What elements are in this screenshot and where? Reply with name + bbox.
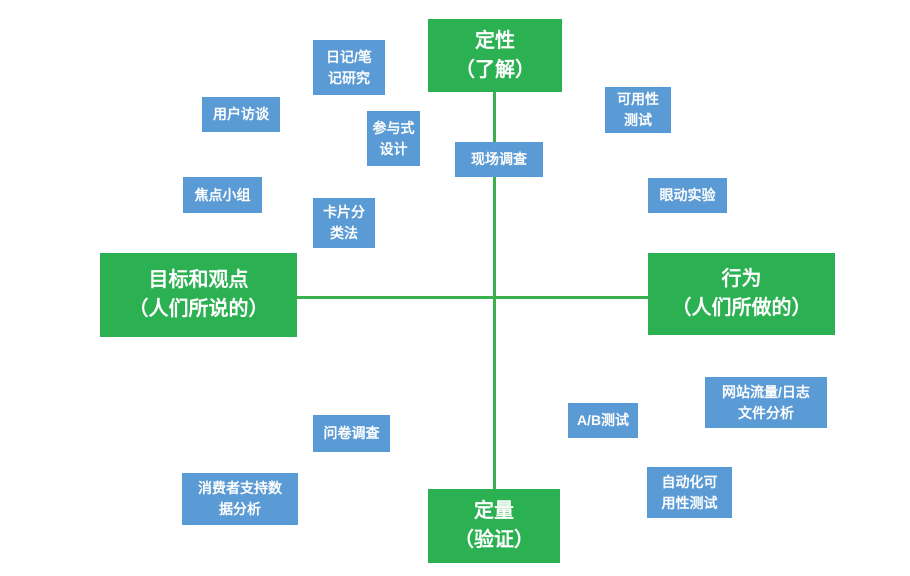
method-eye-tracking-experiment: 眼动实验 [648,178,727,213]
method-usability-testing: 可用性 测试 [605,87,671,133]
method-participatory-design: 参与式 设计 [367,111,420,166]
method-card-sorting: 卡片分 类法 [313,198,375,248]
axis-right-behavior: 行为 （人们所做的） [648,253,835,335]
method-automated-usability-testing: 自动化可 用性测试 [647,467,732,518]
method-customer-support-data-analysis: 消费者支持数 据分析 [182,473,298,525]
method-diary-notes-study: 日记/笔 记研究 [313,40,385,95]
axis-left-goals-and-viewpoints: 目标和观点 （人们所说的） [100,253,297,337]
method-user-interviews: 用户访谈 [202,97,280,132]
horizontal-axis-line [297,296,648,299]
axis-top-qualitative: 定性 （了解） [428,19,562,92]
axis-bottom-quantitative: 定量 （验证） [428,489,560,563]
method-web-traffic-log-analysis: 网站流量/日志 文件分析 [705,377,827,428]
vertical-axis-line [493,92,496,489]
method-field-study: 现场调查 [455,142,543,177]
method-ab-testing: A/B测试 [568,403,638,438]
method-focus-groups: 焦点小组 [183,177,262,213]
method-survey: 问卷调查 [313,415,390,452]
